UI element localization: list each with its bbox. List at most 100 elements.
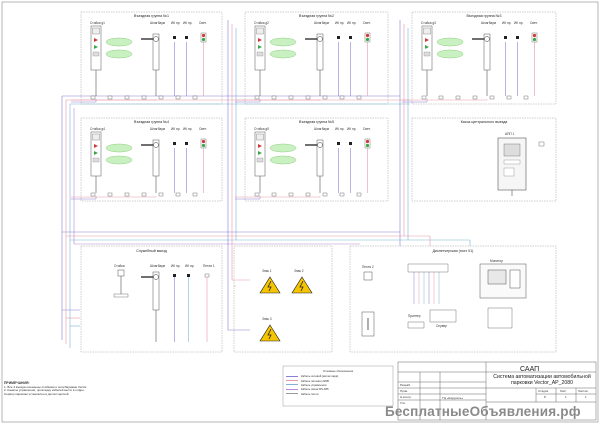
notes-line-2: 2. Каналы управления, прокладку кабелей … [4,388,85,393]
zone-title-g1: Въездная группа №1 [134,14,169,18]
junction-box-0-g5 [254,192,260,197]
stand-green-arrow [94,151,98,155]
junction-box-6-g2 [356,95,362,100]
stand-screen [92,133,100,141]
legend-label: Кабель петли [301,391,319,396]
legend-row: Кабель управления [286,383,390,387]
lane-net-g4 [71,196,97,200]
zone-title-service: Служебный выезд [136,249,167,253]
lane-net-g5 [235,196,261,200]
barrier-g4 [141,139,160,193]
barrier-g1 [141,33,160,96]
zone-box-dispatch [349,245,557,353]
zone-title-g3: Въездная группа №3 [466,14,502,18]
legend-label: Кабель связи RS-485 [301,387,329,392]
info-bubble-2-g2 [269,49,297,59]
title-block-stage-value: Р [544,395,547,399]
title-block-stage-label: Стадия [538,389,549,393]
lights-label-g1: Свет. [199,21,207,25]
legend-label: Кабель питания 220В [301,378,329,383]
zone-box-g3 [411,11,557,105]
dispatch-printer [407,321,425,329]
title-block-title: Система автоматизации автомобильной парк… [493,374,591,386]
lane-power-g1 [71,99,157,101]
lights-label-g5: Свет. [363,127,371,131]
dispatch-monitor-label: Монитор [490,259,503,263]
pay-kiosk-label: АПП 1 [505,132,515,136]
dispatch-pc [509,269,521,289]
junction-box-3-g4 [141,192,147,197]
service-sensor-2 [187,274,190,277]
traffic-light-red-g3 [532,33,537,38]
service-junction [204,273,210,278]
watermark-text: БесплатныеОбъявления.рф [385,404,581,419]
dispatch-reader [363,271,373,281]
stand-green-arrow [94,45,98,49]
cable-bus [61,20,471,348]
zone-box-g5 [244,117,389,202]
sensor-label-2-g4: ИК пр. [183,127,193,131]
info-bubble-2-g3 [436,49,464,59]
junction-box-1-g4 [107,192,113,197]
junction-box-6-g1 [192,95,198,100]
title-block-company: СААП [520,366,540,373]
dispatch-printer-label: Принтер [408,314,421,318]
stand-label-g4: Стойка g4 [90,127,105,131]
ir-sensor-1-g3 [504,36,507,39]
ir-sensor-2-g4 [185,142,188,145]
zone-title-dispatch: Диспетчерская (пост 01) [432,249,474,253]
junction-box-0-g2 [254,95,260,100]
info-bubble-2-g5 [269,155,297,165]
service-loop-label: Петля 1 [203,264,215,268]
stand-label-g1: Стойка g1 [90,21,105,25]
barrier-motor [317,36,323,42]
legend-title: Условные обозначения [322,369,354,373]
legend-swatch [286,388,298,390]
dispatch-monitor [487,269,507,285]
stand-green-arrow [425,45,429,49]
junction-box-5-g4 [175,192,181,197]
stand-slot [256,51,264,57]
barrier-g5 [305,139,324,193]
junction-box-2-g3 [455,95,461,100]
ir-sensor-1-g1 [173,36,176,39]
junction-box-1-g2 [271,95,277,100]
stand-unit-g3 [421,25,433,96]
junction-box-5-g1 [175,95,181,100]
title-block-role: Н.контр. [400,395,412,399]
title-block-project: ТЦ «Карусель» [442,396,464,400]
legend-swatch [286,375,298,377]
lane-power-g4 [71,196,157,198]
sensor-label-2-g3: ИК пр. [514,21,524,25]
info-bubble-1-g2 [269,37,297,47]
title-block-sheets-label: Листов [578,389,588,393]
service-sensor-label-2: ИК пр. [185,264,195,268]
traffic-light-red-g4 [201,139,206,144]
service-sensor-label-1: ИК пр. [171,264,181,268]
traffic-light-red-g2 [365,33,370,38]
lane-power-g2 [235,99,321,101]
traffic-light-green-g2 [365,37,370,42]
legend-rows: Кабель сетевой (витая пара)Кабель питани… [286,374,390,396]
title-block [397,361,597,421]
dispatch-reader-label: Петля 2 [362,265,374,269]
junction-box-2-g5 [288,192,294,197]
title-block-role: Утв. [400,401,406,405]
warning-sign-3 [259,324,281,342]
ir-sensor-2-g2 [349,36,352,39]
ir-sensor-2-g5 [349,142,352,145]
junction-box-0-g3 [421,95,427,100]
stand-red-arrow [258,144,262,148]
lane-power-g3 [402,99,488,101]
legend-label: Кабель сетевой (витая пара) [301,374,339,379]
stand-label-g2: Стойка g2 [254,21,269,25]
warning-sign-3-label: Знак 3 [262,317,272,321]
stand-green-arrow [258,45,262,49]
junction-box-5-g5 [339,192,345,197]
warning-sign-2 [291,276,313,294]
traffic-light-green-g4 [201,143,206,148]
stand-label-g3: Стойка g3 [421,21,436,25]
service-barrier-motor [153,274,159,280]
sensor-label-1-g2: ИК пр. [335,21,345,25]
stand-slot [92,51,100,57]
